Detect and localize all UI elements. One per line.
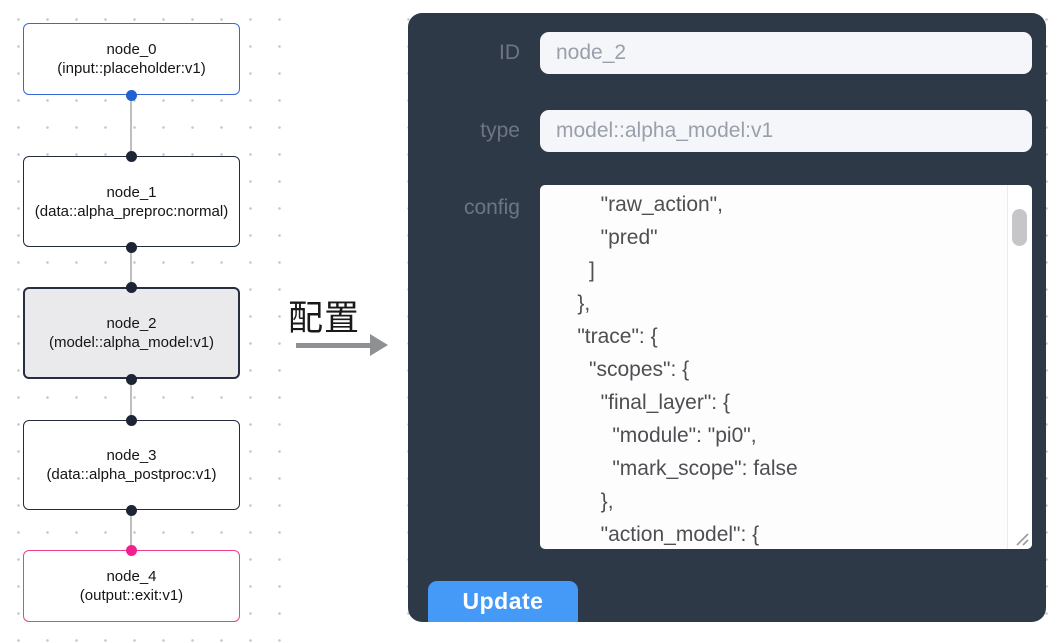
node-name: node_4 [106, 568, 157, 585]
node-name: node_1 [106, 183, 157, 201]
config-field-label: config [463, 196, 520, 219]
flow-node-output[interactable]: node_4 (output::exit:v1) [23, 550, 240, 622]
flow-canvas[interactable]: node_0 (input::placeholder:v1) node_1 (d… [0, 0, 282, 643]
node-type: (output::exit:v1) [79, 587, 184, 604]
port-node1-in[interactable] [126, 151, 137, 162]
node-name: node_0 [106, 41, 157, 58]
scrollbar-thumb[interactable] [1012, 209, 1027, 246]
node-type: (input::placeholder:v1) [57, 60, 206, 77]
node-name: node_3 [106, 447, 157, 464]
port-node3-out[interactable] [126, 505, 137, 516]
edge-node1-node2 [130, 247, 132, 287]
port-node2-in[interactable] [126, 282, 137, 293]
id-input[interactable] [540, 32, 1032, 74]
node-type: (model::alpha_model:v1) [48, 334, 215, 351]
port-node1-out[interactable] [126, 242, 137, 253]
flow-node-input[interactable]: node_0 (input::placeholder:v1) [23, 23, 240, 95]
port-node2-out[interactable] [126, 374, 137, 385]
update-button[interactable]: Update [428, 581, 578, 622]
resize-handle-icon[interactable] [1013, 530, 1029, 546]
flow-node-model-selected[interactable]: node_2 (model::alpha_model:v1) [23, 287, 240, 379]
node-type: (data::alpha_preproc:normal) [34, 202, 229, 220]
node-name: node_2 [106, 315, 157, 332]
right-arrow-icon [296, 334, 392, 356]
type-input[interactable] [540, 110, 1032, 152]
scrollbar-track[interactable] [1007, 185, 1032, 549]
type-field-label: type [480, 119, 520, 142]
config-json-editor[interactable]: "raw_action", "pred" ] }, "trace": { "sc… [540, 185, 1032, 549]
edge-node0-node1 [130, 95, 132, 156]
node-config-panel: ID type config "raw_action", "pred" ] },… [408, 13, 1046, 622]
edge-node2-node3 [130, 379, 132, 420]
port-node4-in[interactable] [126, 545, 137, 556]
edge-node3-node4 [130, 510, 132, 550]
id-field-label: ID [499, 41, 520, 64]
transfer-label: 配置 [288, 299, 361, 338]
flow-node-postproc[interactable]: node_3 (data::alpha_postproc:v1) [23, 420, 240, 510]
config-json-text: "raw_action", "pred" ] }, "trace": { "sc… [577, 193, 798, 546]
node-type: (data::alpha_postproc:v1) [46, 466, 217, 483]
port-node0-out[interactable] [126, 90, 137, 101]
port-node3-in[interactable] [126, 415, 137, 426]
flow-node-preproc[interactable]: node_1 (data::alpha_preproc:normal) [23, 156, 240, 247]
